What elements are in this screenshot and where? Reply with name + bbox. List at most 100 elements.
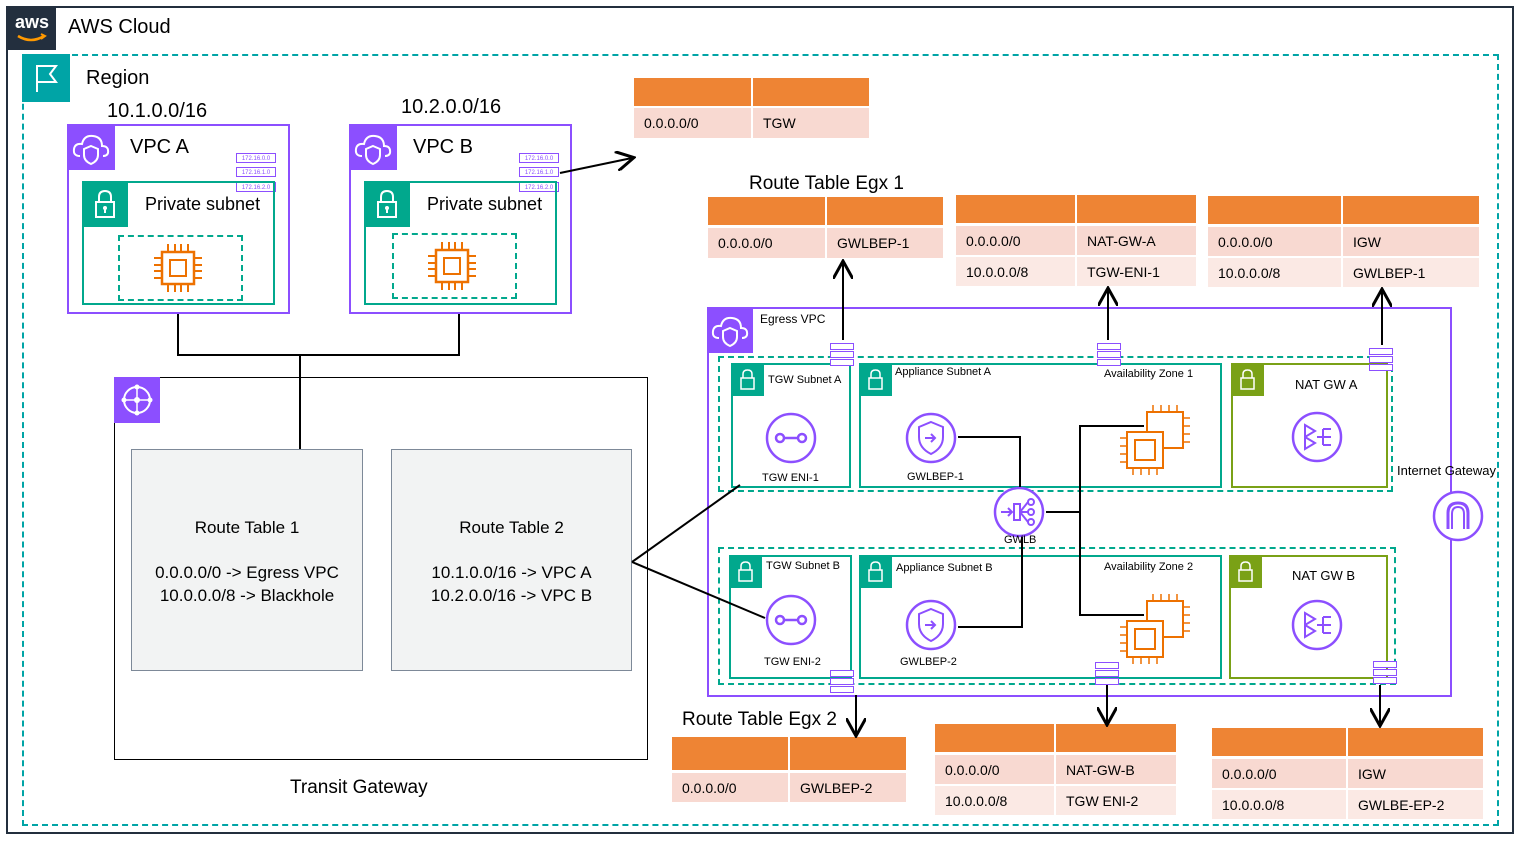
gwlbep-2-label: GWLBEP-2 [900,656,957,668]
appliance-subnet-a-label: Appliance Subnet A [895,366,992,378]
vpc-a-subnet-label: Private subnet [145,194,261,214]
route-destination: 10.0.0.0/8 [1208,258,1341,287]
nat-gateway-icon [1289,409,1345,465]
route-table-egx1-title: Route Table Egx 1 [749,173,904,194]
route-table-header [753,78,869,106]
tgw-rt1-title: Route Table 1 [194,518,300,537]
lock-icon [1231,363,1264,396]
tgw-eni-1-label: TGW ENI-1 [762,472,819,484]
route-table-header [1343,196,1479,224]
nat-gw-a-label: NAT GW A [1295,377,1358,392]
availability-zone-1 [718,356,1393,492]
lock-icon [82,181,128,227]
aws-logo-text: aws [15,12,50,32]
vpc-a-cidr: 10.1.0.0/16 [107,100,208,122]
vpc-b-icon [349,124,397,170]
route-table-icon [1369,348,1393,355]
route-table-egx2-title: Route Table Egx 2 [682,709,837,730]
lock-icon [731,363,764,396]
appliance-subnet-b-label: Appliance Subnet B [896,562,993,574]
route-destination: 0.0.0.0/0 [935,755,1054,784]
appliance-subnet-b [859,555,1222,679]
transit-gateway-label: Transit Gateway [290,777,428,798]
route-table-icon [830,359,854,366]
tgw-subnet-b-label: TGW Subnet B [766,560,840,572]
route-table-icon [830,670,854,677]
nat-gateway-icon [1289,597,1345,653]
route-table-icon [1097,359,1121,366]
tgw-rt2-line2: 10.2.0.0/16 -> VPC B [430,586,593,605]
lock-icon [859,555,892,588]
appliance-subnet-a [859,363,1222,488]
availability-zone-2 [718,547,1396,685]
availability-zone-1-label: Availability Zone 1 [1104,368,1194,380]
tgw-rt2-title: Route Table 2 [459,518,564,537]
route-target: GWLBEP-2 [790,773,906,802]
internet-gateway-icon [1431,489,1485,543]
route-table-icon [1373,669,1397,676]
route-destination: 0.0.0.0/0 [1208,227,1341,256]
route-table-icon [1095,678,1119,685]
ec2-instance-icon [424,238,480,294]
route-target: GWLBEP-1 [1343,258,1479,287]
vpc-b-private-subnet [364,181,557,305]
vpc-b [349,124,572,314]
lock-icon [729,555,762,588]
vpc-a-route-cidr: 172.16.1.0 [236,167,276,177]
availability-zone-2-label: Availability Zone 2 [1104,561,1194,573]
region-container [22,54,1499,826]
route-table-header [827,197,943,225]
vpc-a-instance-group [118,235,243,301]
gwlb-label: GWLB [1004,534,1037,546]
route-table-icon [1097,351,1121,358]
route-table-icon [830,678,854,685]
ec2-instance-icon [150,240,206,296]
tgw-route-table-2 [391,449,632,671]
route-table-header [1348,728,1483,756]
route-table-icon [1369,364,1393,371]
route-destination: 0.0.0.0/0 [956,226,1075,255]
tgw-rt1-line2: 10.0.0.0/8 -> Blackhole [159,586,335,605]
tgw-route-table-1 [131,449,363,671]
nat-gw-b-label: NAT GW B [1292,568,1356,583]
egress-vpc-icon [707,307,753,353]
route-target: NAT-GW-B [1056,755,1176,784]
egress-vpc-label: Egress VPC [760,312,826,326]
lock-icon [364,181,410,227]
route-target: IGW [1343,227,1479,256]
route-table-icon [830,686,854,693]
network-interface-icon [763,592,819,648]
route-destination: 0.0.0.0/0 [708,228,825,258]
public-subnet-a [1231,363,1388,488]
route-table-icon [1095,662,1119,669]
route-destination: 10.0.0.0/8 [935,786,1054,815]
route-destination: 0.0.0.0/0 [672,773,788,802]
route-table-header [1077,195,1196,223]
vpc-a-route-cidr: 172.16.0.0 [236,153,276,163]
vpc-a-label: VPC A [130,136,189,158]
route-destination: 0.0.0.0/0 [1212,759,1346,788]
route-table-header [956,195,1075,223]
route-target: IGW [1348,759,1483,788]
route-target: TGW ENI-2 [1056,786,1176,815]
tgw-subnet-b [729,555,852,679]
vpc-b-route-cidr: 172.16.0.0 [519,153,559,163]
tgw-subnet-a-label: TGW Subnet A [768,374,842,386]
route-table-header [1212,728,1346,756]
route-table-header [634,78,751,106]
route-target: NAT-GW-A [1077,226,1196,255]
route-table-icon [1095,670,1119,677]
route-destination: 10.0.0.0/8 [956,257,1075,286]
vpc-b-route-cidr: 172.16.1.0 [519,167,559,177]
region-flag-icon [22,54,70,102]
route-destination: 10.0.0.0/8 [1212,790,1346,819]
route-table-icon [830,343,854,350]
lock-icon [859,363,892,396]
route-table-header [1208,196,1341,224]
gateway-load-balancer-icon [992,485,1046,539]
vpc-a-private-subnet [82,181,275,305]
tgw-rt1-line1: 0.0.0.0/0 -> Egress VPC [155,563,339,582]
route-destination: 0.0.0.0/0 [634,108,751,138]
route-target: TGW [753,108,869,138]
